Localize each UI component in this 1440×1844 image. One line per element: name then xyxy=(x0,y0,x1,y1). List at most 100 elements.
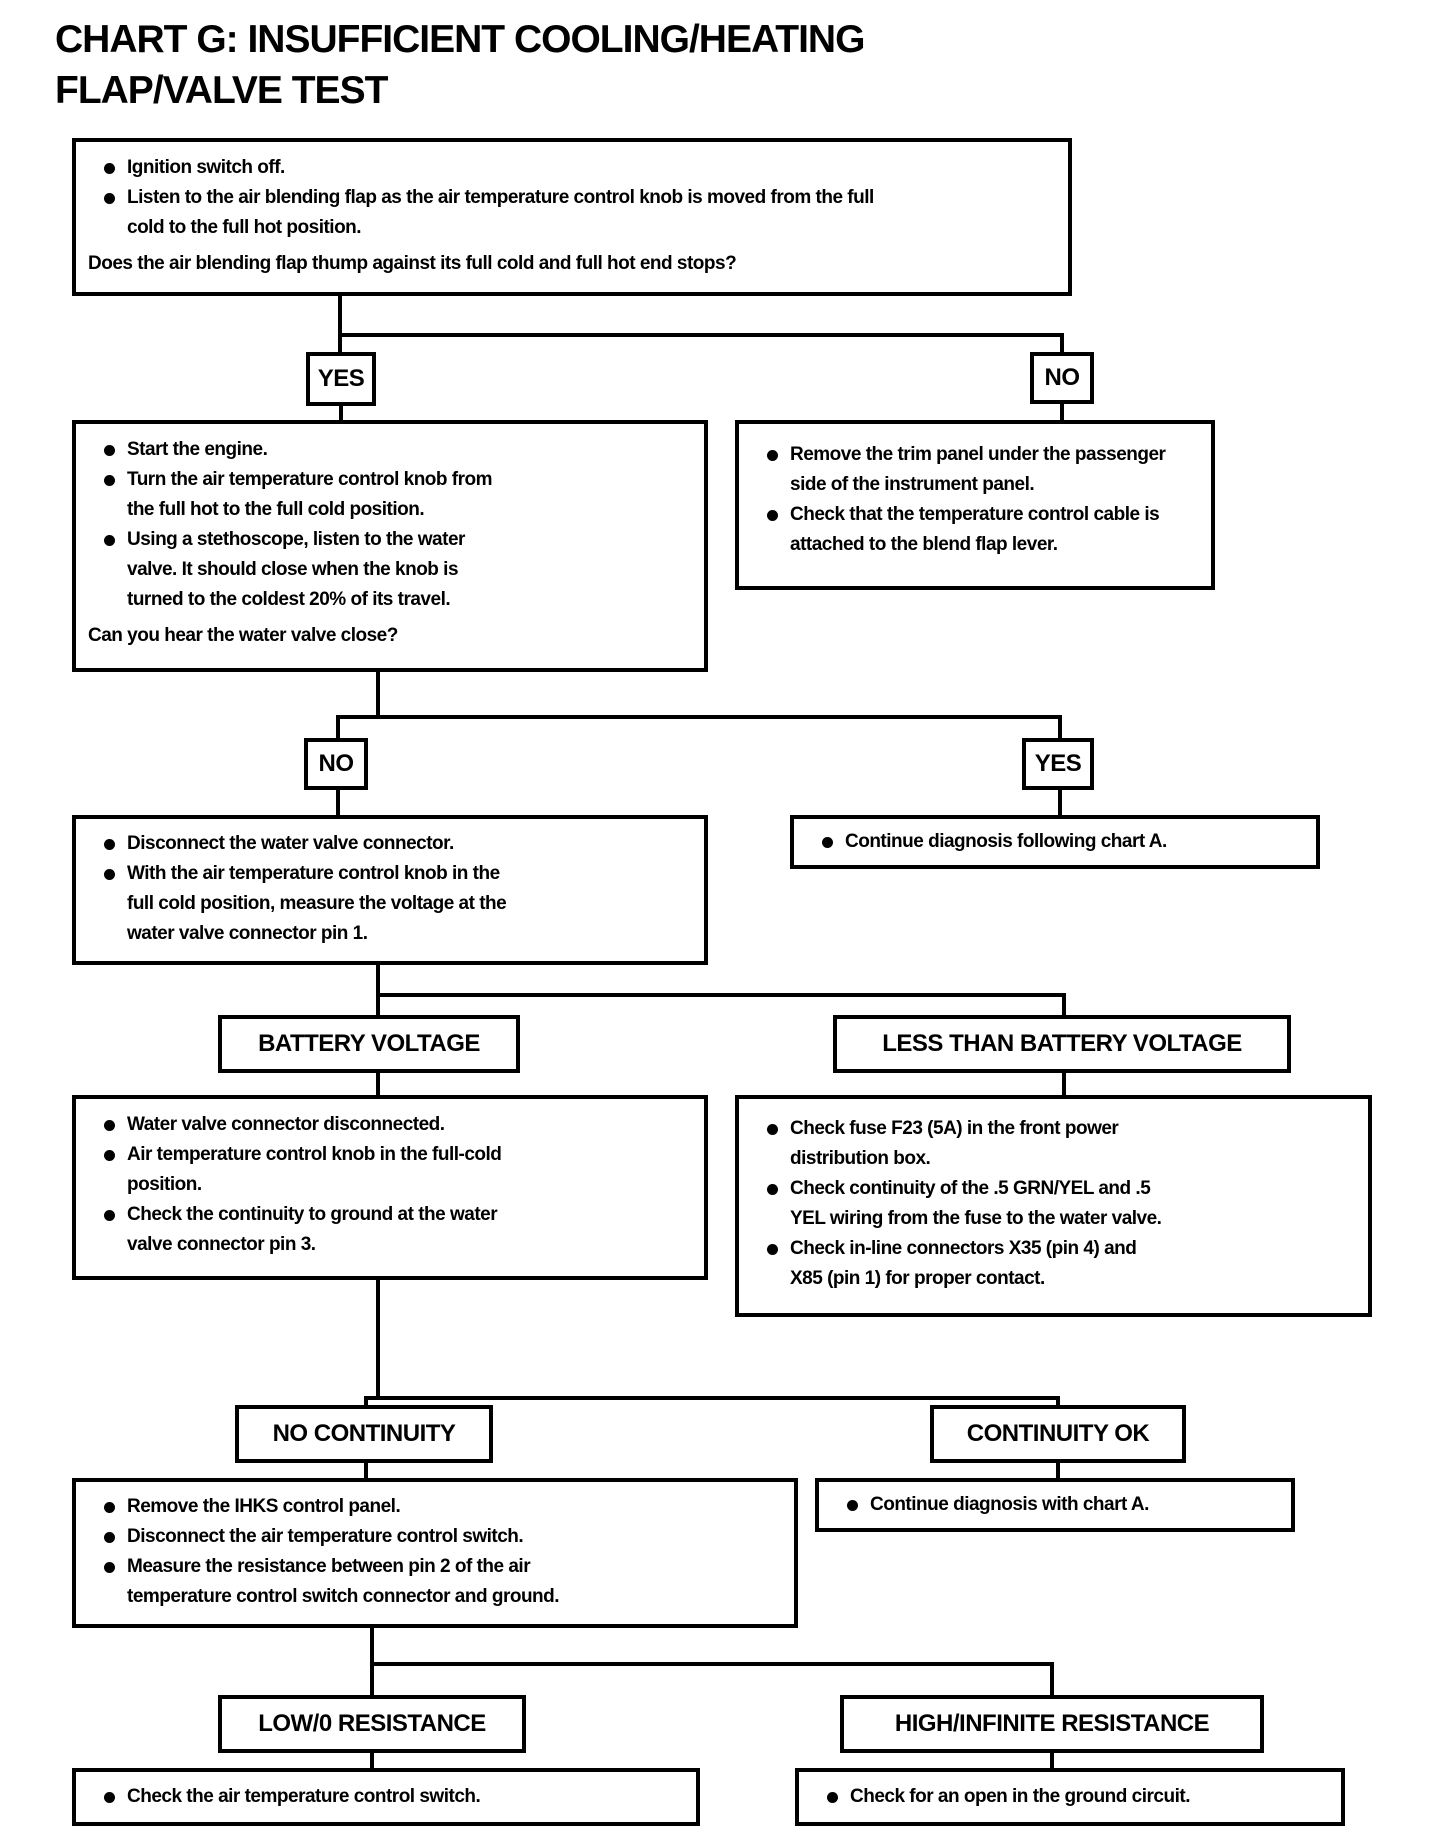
connector-line xyxy=(376,1280,380,1398)
bullet-item: Check that the temperature control cable… xyxy=(751,500,1199,560)
bullet-text: Ignition switch off. xyxy=(127,157,285,178)
bullet-text: Air temperature control knob in the full… xyxy=(127,1144,502,1195)
flow-box-high-resistance-actions: Check for an open in the ground circuit. xyxy=(795,1768,1345,1826)
bullet-text: Disconnect the water valve connector. xyxy=(127,833,454,854)
connector-line xyxy=(376,1073,380,1095)
bullet-text: Check continuity of the .5 GRN/YEL and .… xyxy=(790,1178,1162,1229)
flow-box-continuity-ok-actions: Continue diagnosis with chart A. xyxy=(815,1478,1295,1532)
bullet-text: Remove the trim panel under the passenge… xyxy=(790,444,1166,495)
flow-box-yes2-actions: Continue diagnosis following chart A. xyxy=(790,815,1320,869)
bullet-text: Listen to the air blending flap as the a… xyxy=(127,187,874,238)
decision-label-battery-voltage: BATTERY VOLTAGE xyxy=(218,1015,520,1073)
connector-line xyxy=(338,296,342,352)
flow-box-no1-actions: Remove the trim panel under the passenge… xyxy=(735,420,1215,590)
bullet-text: Continue diagnosis with chart A. xyxy=(870,1494,1149,1515)
connector-line xyxy=(376,965,380,1015)
flow-box-no-continuity-actions: Remove the IHKS control panel. Disconnec… xyxy=(72,1478,798,1628)
connector-line xyxy=(1056,1396,1060,1405)
decision-label-less-than-battery-voltage: LESS THAN BATTERY VOLTAGE xyxy=(833,1015,1291,1073)
page-title-line1: CHART G: INSUFFICIENT COOLING/HEATING xyxy=(55,18,865,61)
flow-box-start: Ignition switch off. Listen to the air b… xyxy=(72,138,1072,296)
bullet-item: Measure the resistance between pin 2 of … xyxy=(88,1552,782,1612)
bullet-icon xyxy=(104,1562,115,1573)
flow-box-battery-actions: Water valve connector disconnected. Air … xyxy=(72,1095,708,1280)
bullet-text: Check the air temperature control switch… xyxy=(127,1786,481,1807)
bullet-item: Using a stethoscope, listen to the water… xyxy=(88,525,692,615)
bullet-item: Disconnect the water valve connector. xyxy=(88,829,692,859)
bullet-text: Check that the temperature control cable… xyxy=(790,504,1160,555)
question-text: Can you hear the water valve close? xyxy=(88,625,398,646)
bullet-item: Remove the trim panel under the passenge… xyxy=(751,440,1199,500)
connector-line xyxy=(336,790,340,815)
connector-line xyxy=(1060,404,1064,420)
connector-line xyxy=(338,333,1064,337)
connector-line xyxy=(364,1463,368,1478)
page-title-line2: FLAP/VALVE TEST xyxy=(55,69,388,112)
flow-box-low-resistance-actions: Check the air temperature control switch… xyxy=(72,1768,700,1826)
bullet-icon xyxy=(767,1184,778,1195)
flow-box-yes1-actions: Start the engine. Turn the air temperatu… xyxy=(72,420,708,672)
bullet-icon xyxy=(104,475,115,486)
connector-line xyxy=(376,993,1066,997)
bullet-icon xyxy=(767,1124,778,1135)
bullet-text: Using a stethoscope, listen to the water… xyxy=(127,529,465,610)
bullet-item: Remove the IHKS control panel. xyxy=(88,1492,782,1522)
decision-label-yes-1: YES xyxy=(306,352,376,406)
connector-line xyxy=(1060,333,1064,352)
connector-line xyxy=(370,1753,374,1768)
bullet-text: Remove the IHKS control panel. xyxy=(127,1496,401,1517)
bullet-icon xyxy=(104,869,115,880)
bullet-icon xyxy=(767,450,778,461)
bullet-icon xyxy=(767,510,778,521)
bullet-item: Check the air temperature control switch… xyxy=(88,1782,684,1812)
decision-label-no-2: NO xyxy=(304,738,368,790)
bullet-item: Turn the air temperature control knob fr… xyxy=(88,465,692,525)
decision-label-no-continuity: NO CONTINUITY xyxy=(235,1405,493,1463)
bullet-item: Continue diagnosis following chart A. xyxy=(806,827,1304,857)
bullet-text: Start the engine. xyxy=(127,439,268,460)
bullet-text: Water valve connector disconnected. xyxy=(127,1114,445,1135)
bullet-item: Continue diagnosis with chart A. xyxy=(831,1490,1279,1520)
bullet-text: Turn the air temperature control knob fr… xyxy=(127,469,493,520)
bullet-text: Continue diagnosis following chart A. xyxy=(845,831,1167,852)
bullet-icon xyxy=(104,535,115,546)
connector-line xyxy=(1050,1662,1054,1695)
bullet-icon xyxy=(104,445,115,456)
bullet-icon xyxy=(827,1792,838,1803)
bullet-item: Ignition switch off. xyxy=(88,153,1056,183)
connector-line xyxy=(370,1628,374,1695)
flow-box-less-battery-actions: Check fuse F23 (5A) in the front power d… xyxy=(735,1095,1372,1317)
decision-label-continuity-ok: CONTINUITY OK xyxy=(930,1405,1186,1463)
connector-line xyxy=(1062,993,1066,1015)
bullet-icon xyxy=(104,1502,115,1513)
bullet-text: Check the continuity to ground at the wa… xyxy=(127,1204,498,1255)
bullet-text: Check in-line connectors X35 (pin 4) and… xyxy=(790,1238,1137,1289)
bullet-item: Disconnect the air temperature control s… xyxy=(88,1522,782,1552)
bullet-item: Water valve connector disconnected. xyxy=(88,1110,692,1140)
bullet-text: With the air temperature control knob in… xyxy=(127,863,507,944)
bullet-item: With the air temperature control knob in… xyxy=(88,859,692,949)
connector-line xyxy=(1062,1073,1066,1095)
connector-line xyxy=(1058,715,1062,738)
bullet-text: Disconnect the air temperature control s… xyxy=(127,1526,524,1547)
bullet-item: Check in-line connectors X35 (pin 4) and… xyxy=(751,1234,1356,1294)
bullet-icon xyxy=(104,1210,115,1221)
connector-line xyxy=(364,1396,1060,1400)
decision-label-low-resistance: LOW/0 RESISTANCE xyxy=(218,1695,526,1753)
bullet-item: Check the continuity to ground at the wa… xyxy=(88,1200,692,1260)
decision-label-no-1: NO xyxy=(1030,352,1094,404)
bullet-icon xyxy=(104,1120,115,1131)
bullet-icon xyxy=(104,1532,115,1543)
connector-line xyxy=(336,715,340,738)
question-text: Does the air blending flap thump against… xyxy=(88,253,737,274)
connector-line xyxy=(336,715,1062,719)
page-title: CHART G: INSUFFICIENT COOLING/HEATING FL… xyxy=(55,14,865,116)
connector-line xyxy=(339,406,343,420)
bullet-item: Start the engine. xyxy=(88,435,692,465)
bullet-icon xyxy=(822,837,833,848)
bullet-icon xyxy=(104,163,115,174)
bullet-icon xyxy=(104,1150,115,1161)
bullet-icon xyxy=(767,1244,778,1255)
bullet-icon xyxy=(104,839,115,850)
